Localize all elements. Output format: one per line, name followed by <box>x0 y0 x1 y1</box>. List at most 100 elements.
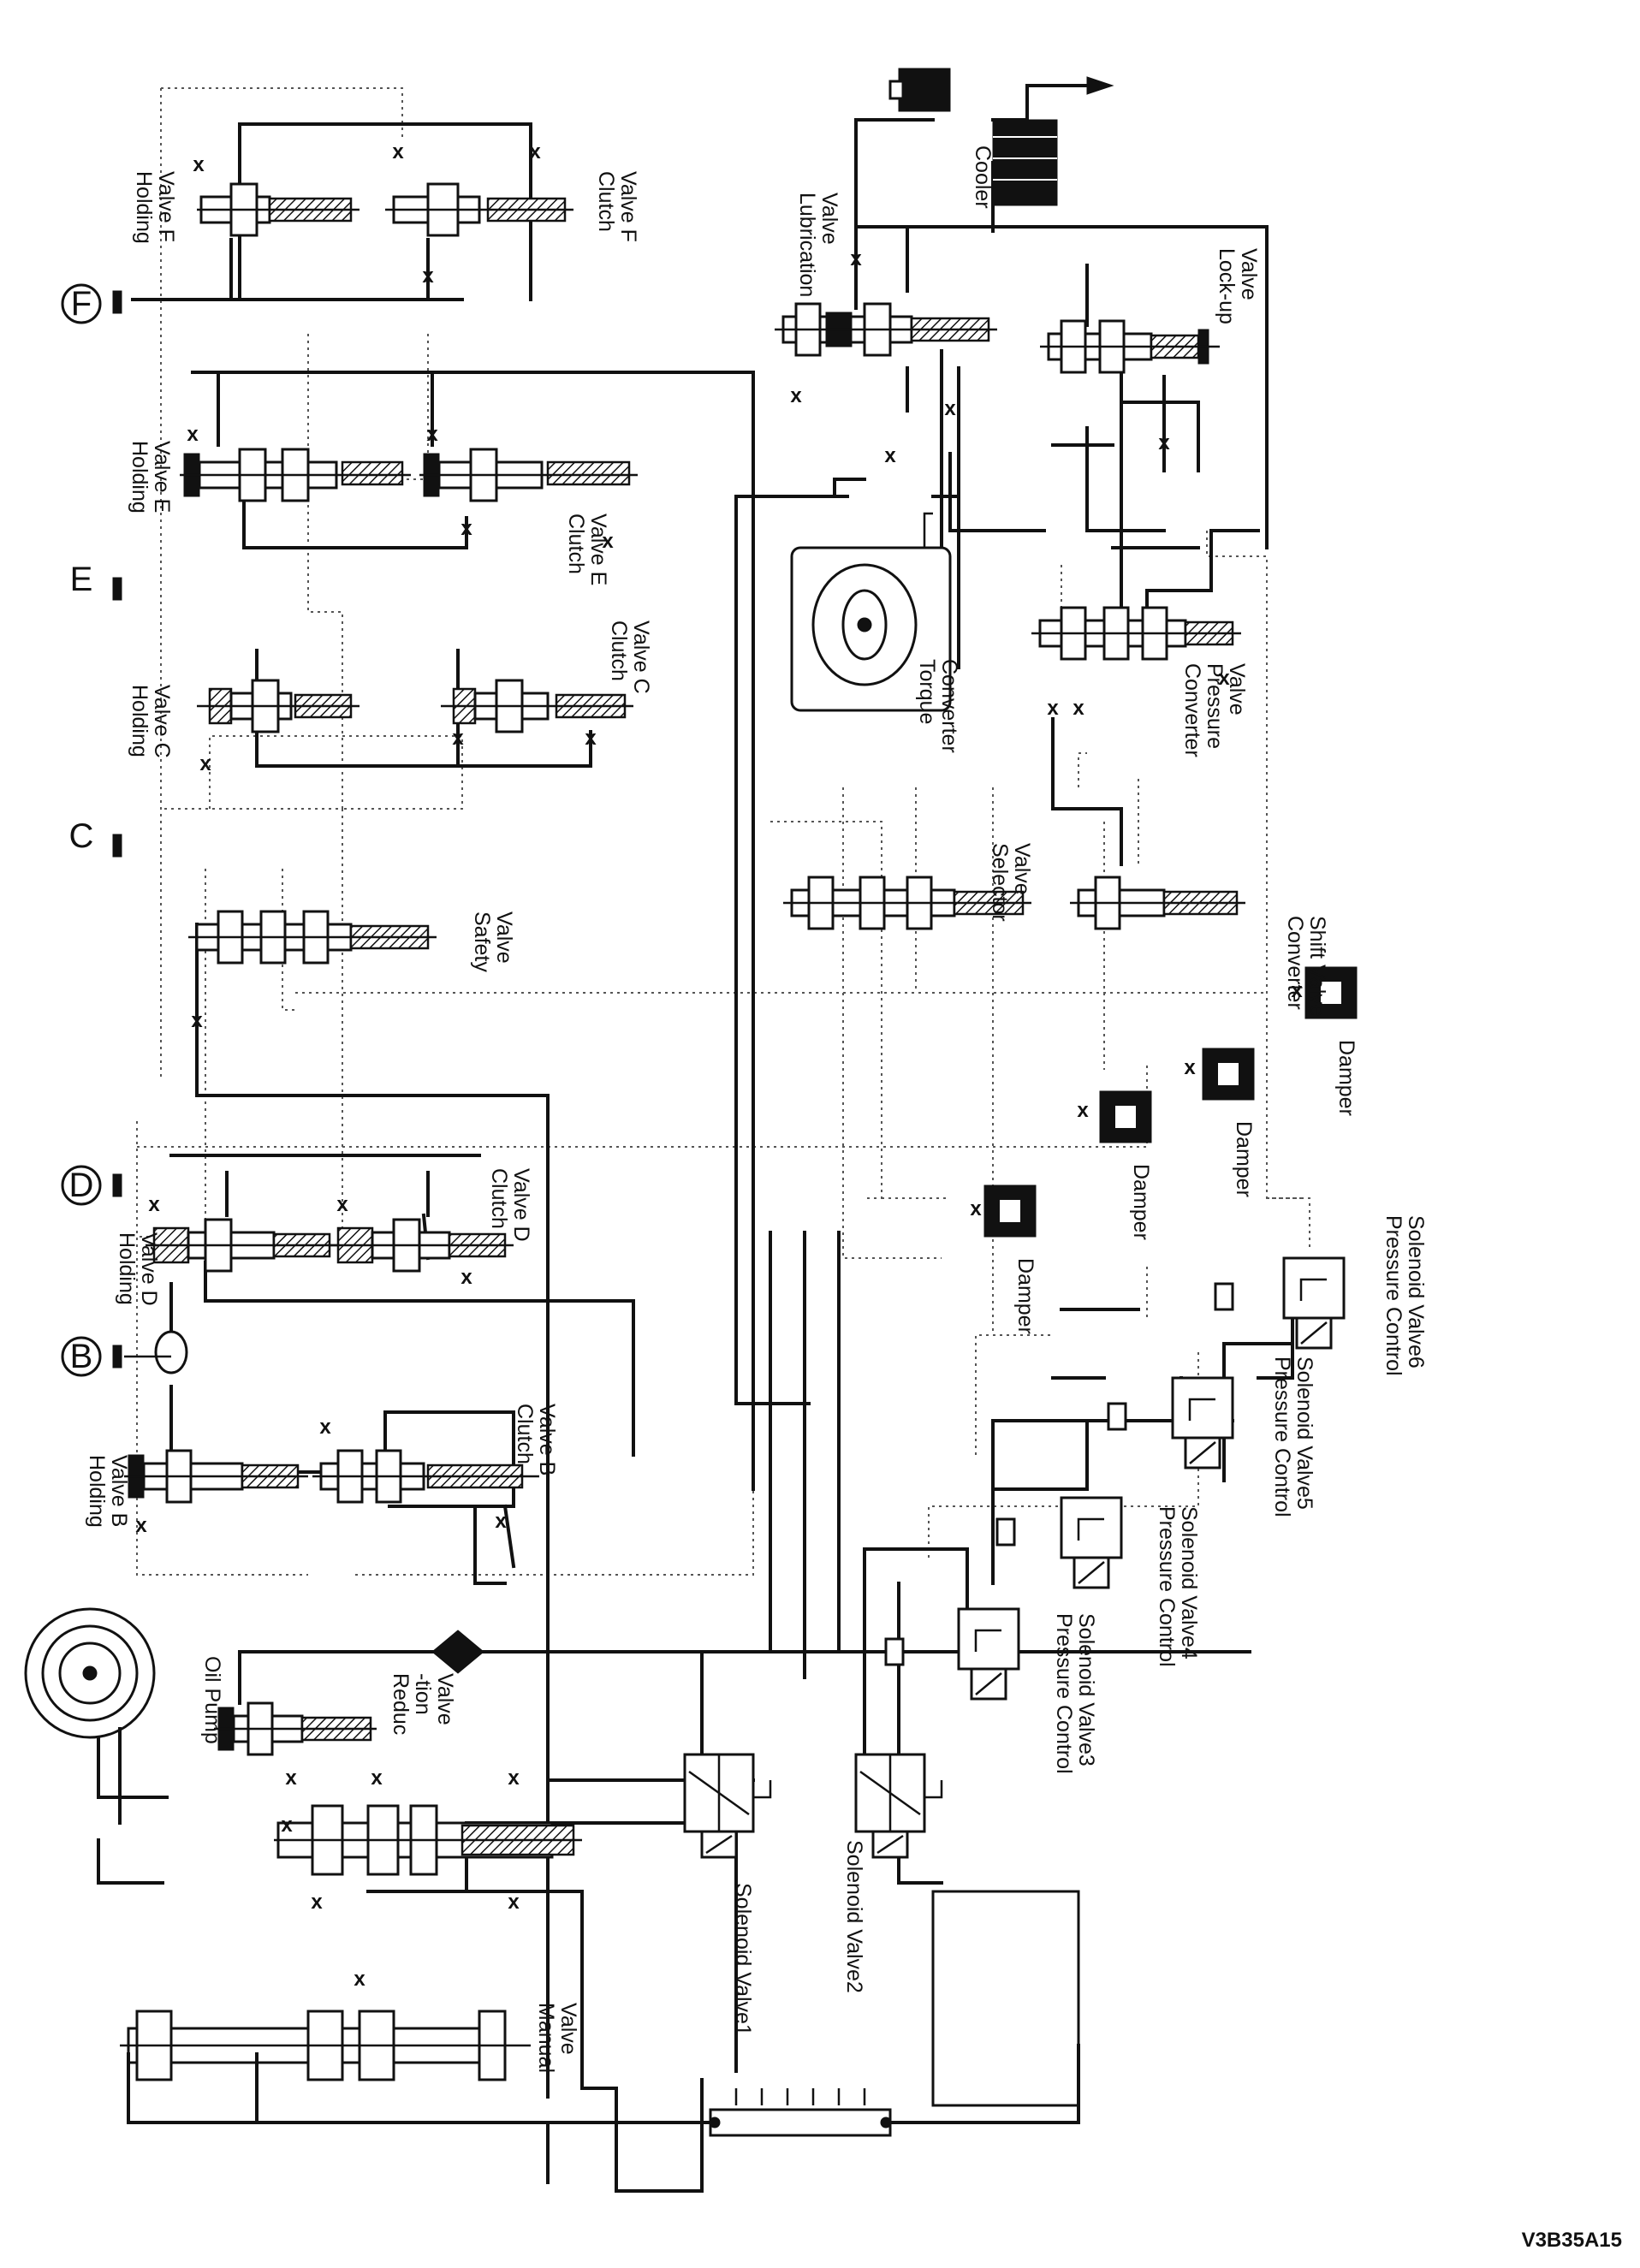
holding-valve-e <box>180 448 411 502</box>
x-mark: x <box>602 530 614 553</box>
pcsv6-label: Pressure Control Solenoid Valve6 <box>1382 1215 1428 1382</box>
figure-code: V3B35A15 <box>1522 2229 1622 2252</box>
x-mark: x <box>585 727 597 750</box>
solenoid-valve-1-label: Solenoid Valve1 <box>731 1883 755 2036</box>
converter-shift-valve-label: Converter Shift Valve <box>1283 916 1329 1017</box>
clutch-valve-e <box>419 448 638 502</box>
clutch-valve-b-label: Clutch Valve B <box>513 1404 559 1475</box>
holding-valve-b <box>124 1449 308 1504</box>
pump-line <box>238 1231 1251 1782</box>
clutch-valve-c <box>441 679 633 733</box>
converter-pressure-valve-label: Converter Pressure Valve <box>1180 663 1249 763</box>
x-mark: x <box>148 1193 160 1216</box>
holding-valve-c <box>197 679 359 733</box>
holding-valve-c-label: Holding Valve C <box>128 685 174 763</box>
selector-valve <box>783 876 1031 930</box>
x-mark: x <box>508 1891 520 1914</box>
lockup-valve <box>1040 319 1220 374</box>
svg-text:D: D <box>69 1167 94 1204</box>
holding-valve-f-label: Holding Valve F <box>132 171 178 250</box>
port-b: B <box>61 1330 188 1377</box>
x-mark: x <box>1077 1099 1089 1122</box>
x-mark: x <box>1291 979 1303 1002</box>
damper-4-label: Damper <box>1334 1040 1358 1116</box>
pcsv5-label: Pressure Control Solenoid Valve5 <box>1270 1357 1316 1523</box>
pressure-control-solenoid-valve-3 <box>957 1607 1020 1701</box>
control-lines <box>366 1308 1294 2193</box>
clutch-valve-f-label: Clutch Valve F <box>594 171 640 242</box>
lubrication-valve <box>775 302 997 357</box>
holding-valve-d-label: Holding Valve D <box>115 1232 161 1311</box>
x-mark: x <box>426 423 438 446</box>
converter-shift-valve <box>1070 876 1245 930</box>
x-mark: x <box>508 1766 520 1790</box>
converter-pressure-valve <box>1031 606 1241 661</box>
damper-1 <box>983 1184 1037 1238</box>
holding-valve-d <box>146 1218 338 1273</box>
main-pressure-lines <box>131 122 755 2184</box>
port-d: D <box>61 1165 122 1206</box>
port-f: F <box>61 283 122 324</box>
x-mark: x <box>1218 667 1230 690</box>
x-mark: x <box>193 153 205 176</box>
torque-converter-label: Torque Converter <box>915 659 961 753</box>
x-mark: x <box>187 423 199 446</box>
damper-4 <box>1304 966 1358 1019</box>
x-mark: x <box>1184 1056 1196 1079</box>
x-mark: x <box>495 1510 507 1533</box>
x-mark: x <box>1073 697 1084 720</box>
component-labels: Holding Valve F Clutch Valve F Holding V… <box>85 145 1428 2073</box>
x-mark: x <box>319 1416 331 1439</box>
x-mark: x <box>354 1968 365 1991</box>
clutch-valve-d-label: Clutch Valve D <box>487 1168 533 1242</box>
solenoid-valve-1 <box>683 1753 772 1859</box>
port-c: C <box>69 817 122 858</box>
cooler <box>992 76 1114 206</box>
torque-converter <box>790 512 952 712</box>
lockup-valve-label: Lock-up Valve <box>1215 248 1261 330</box>
reduction-valve <box>214 1701 377 1756</box>
holding-valve-f <box>197 182 359 237</box>
oil-filter <box>888 68 951 112</box>
holding-valve-e-label: Holding Valve E <box>128 441 174 520</box>
x-mark: x <box>461 517 472 540</box>
oil-pump <box>24 1607 169 1885</box>
lubrication-valve-label: Lubrication Valve <box>795 193 841 303</box>
clutch-valve-c-label: Clutch Valve C <box>607 620 653 694</box>
x-mark: x <box>199 752 211 775</box>
x-mark: x <box>970 1197 982 1220</box>
orifice-markers <box>884 1282 1234 1666</box>
pcsv4-label: Pressure Control Solenoid Valve4 <box>1155 1506 1201 1673</box>
pressure-control-solenoid-valve-4 <box>1060 1496 1123 1589</box>
x-mark: x <box>135 1514 147 1537</box>
wiring-harness <box>127 2044 1080 2137</box>
pcsv3-label: Pressure Control Solenoid Valve3 <box>1052 1613 1098 1780</box>
x-mark: x <box>336 1193 348 1216</box>
x-mark: x <box>461 1266 472 1289</box>
oil-pump-label: Oil Pump <box>200 1656 224 1744</box>
x-mark: x <box>944 397 956 420</box>
pressure-control-solenoid-valve-6 <box>1282 1256 1346 1350</box>
manual-valve <box>120 2010 531 2081</box>
svg-text:B: B <box>70 1338 93 1375</box>
svg-text:F: F <box>71 285 92 323</box>
cross-marks: x x x x x x x x x x x x x x x x x x x x … <box>135 140 1303 1991</box>
x-mark: x <box>311 1891 323 1914</box>
clutch-valve-e-label: Clutch Valve E <box>564 514 610 585</box>
x-mark: x <box>790 384 802 407</box>
safety-valve <box>188 910 437 965</box>
svg-text:C: C <box>69 817 94 855</box>
reduction-valve-label: Reduc -tion Valve <box>389 1673 457 1741</box>
clutch-valve-f <box>385 182 573 237</box>
x-mark: x <box>285 1766 297 1790</box>
x-mark: x <box>884 444 896 467</box>
holding-valve-b-label: Holding Valve B <box>85 1455 131 1534</box>
damper-2 <box>1099 1090 1152 1143</box>
solenoid-valve-2-label: Solenoid Valve2 <box>842 1840 866 1993</box>
electronic-control-unit <box>931 1890 1080 2107</box>
safety-valve-label: Safety Valve <box>470 911 516 978</box>
cooler-label: Cooler <box>971 145 995 209</box>
port-e: E <box>70 561 122 601</box>
damper-1-label: Damper <box>1013 1258 1037 1334</box>
x-mark: x <box>422 264 434 288</box>
